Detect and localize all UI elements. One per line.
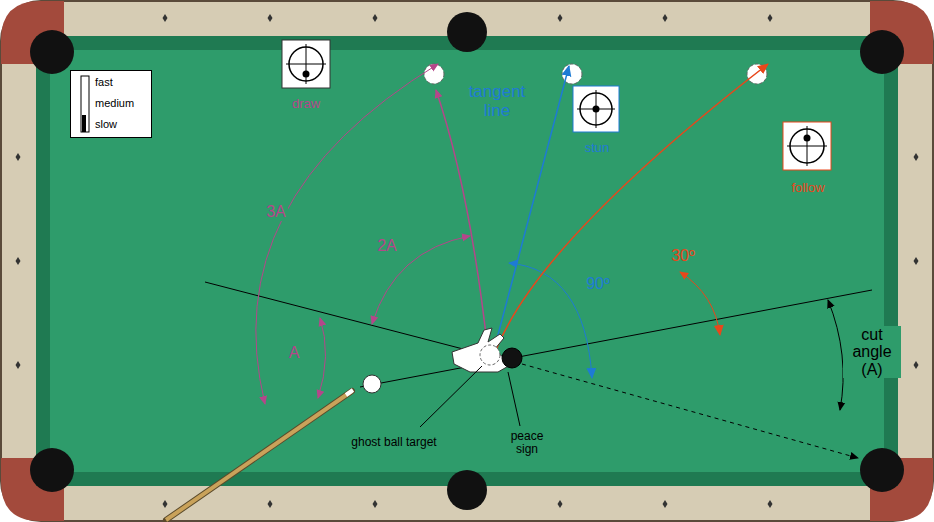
rail-sight	[768, 500, 773, 508]
angle-label: A	[287, 344, 302, 362]
speed-bar	[75, 73, 95, 135]
speed-label: fast	[95, 77, 113, 88]
angle-label: 3A	[264, 203, 288, 221]
rail-sight	[768, 14, 773, 22]
rail-sight	[663, 14, 668, 22]
draw-icon	[282, 40, 330, 88]
rail-sight	[16, 257, 21, 265]
path-name: tangent line	[455, 83, 539, 120]
spin-name: draw	[290, 97, 322, 111]
rail-sight	[558, 500, 563, 508]
rail-sight	[373, 500, 378, 508]
follow-icon	[783, 122, 831, 170]
spin-name: stun	[583, 141, 612, 155]
speed-label: medium	[95, 98, 134, 109]
rail-sight	[914, 153, 919, 161]
rail-sight	[16, 361, 21, 369]
callout-label: peace sign	[497, 430, 557, 456]
angle-label: cut angle (A)	[843, 326, 901, 379]
callout-label: ghost ball target	[349, 436, 438, 449]
rail-sight	[914, 361, 919, 369]
rail-sight	[663, 500, 668, 508]
rail-sight	[558, 14, 563, 22]
rail-sight	[163, 14, 168, 22]
rail-sight	[163, 500, 168, 508]
angle-label: 90º	[584, 275, 612, 293]
spin-name: follow	[789, 181, 826, 195]
stun-icon	[573, 86, 619, 132]
rail-sight	[268, 14, 273, 22]
rail-sight	[914, 257, 919, 265]
angle-label: 2A	[375, 237, 399, 255]
angle-label: 30º	[669, 247, 697, 265]
speed-label: slow	[95, 119, 117, 130]
rail-sight	[16, 153, 21, 161]
rail-sight	[373, 14, 378, 22]
rail-sight	[268, 500, 273, 508]
speed-gauge: fast medium slow	[70, 70, 152, 138]
